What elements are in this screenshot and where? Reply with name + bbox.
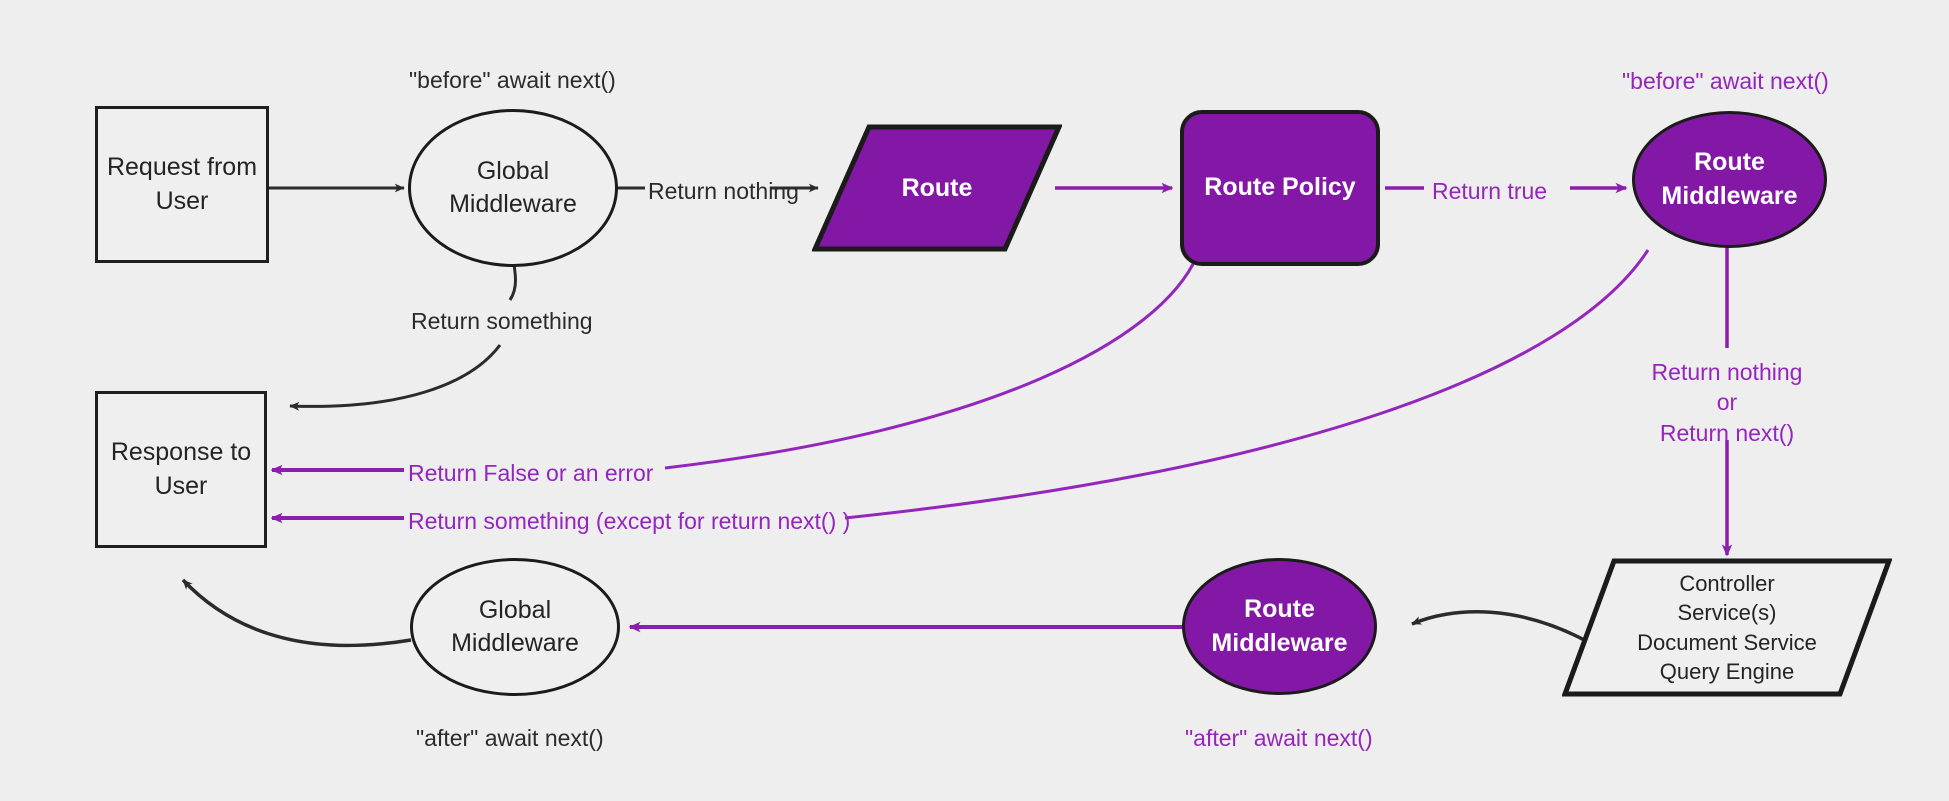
node-route-policy[interactable]: Route Policy xyxy=(1180,110,1380,266)
parallelogram-shape xyxy=(1562,558,1892,697)
node-label: Global Middleware xyxy=(449,156,577,219)
node-route[interactable]: Route xyxy=(812,124,1062,252)
edge-policy-to-response xyxy=(270,255,1199,476)
node-label: Request from User xyxy=(106,153,258,215)
node-label: Route Middleware xyxy=(1211,595,1348,657)
annotation-after-await-next-route-middleware: "after" await next() xyxy=(1185,725,1373,751)
node-label: Route xyxy=(901,173,973,202)
annotation-after-await-next-global: "after" await next() xyxy=(416,725,604,751)
node-label: Route Middleware xyxy=(1661,148,1798,210)
edge-label-line-3: Return next() xyxy=(1659,419,1795,446)
edge-label-return-something-except-next: Return something (except for return next… xyxy=(408,508,851,534)
parallelogram-shape xyxy=(812,124,1062,252)
edge-label-return-false-or-error: Return False or an error xyxy=(408,460,654,486)
annotation-before-await-next-route-middleware: "before" await next() xyxy=(1622,68,1829,94)
node-controller-stack[interactable]: Controller Service(s) Document Service Q… xyxy=(1562,558,1892,697)
node-label: Global Middleware xyxy=(451,595,579,658)
edge-label-line-1: Return nothing xyxy=(1651,359,1803,385)
node-global-middleware-after[interactable]: Global Middleware xyxy=(410,558,620,696)
edge-label-line-2: or xyxy=(1716,389,1738,416)
edge-label-return-something: Return something xyxy=(411,308,593,334)
annotation-before-await-next-global: "before" await next() xyxy=(409,67,616,93)
edge-label-return-true: Return true xyxy=(1432,178,1548,204)
node-label: Response to User xyxy=(110,438,252,500)
node-route-middleware-before[interactable]: Route Middleware xyxy=(1632,111,1827,248)
edge-label-return-nothing: Return nothing xyxy=(648,178,799,204)
node-response-to-user[interactable]: Response to User xyxy=(95,391,267,548)
edge-label-return-nothing-or-next: Return nothing or Return next() xyxy=(1617,357,1837,448)
node-label: Route Policy xyxy=(1204,173,1356,202)
node-global-middleware-before[interactable]: Global Middleware xyxy=(408,109,618,267)
edge-global-after-to-response xyxy=(181,578,412,648)
node-request-from-user[interactable]: Request from User xyxy=(95,106,269,263)
node-route-middleware-after[interactable]: Route Middleware xyxy=(1182,558,1377,695)
node-label: Controller Service(s) Document Service Q… xyxy=(1637,571,1817,684)
